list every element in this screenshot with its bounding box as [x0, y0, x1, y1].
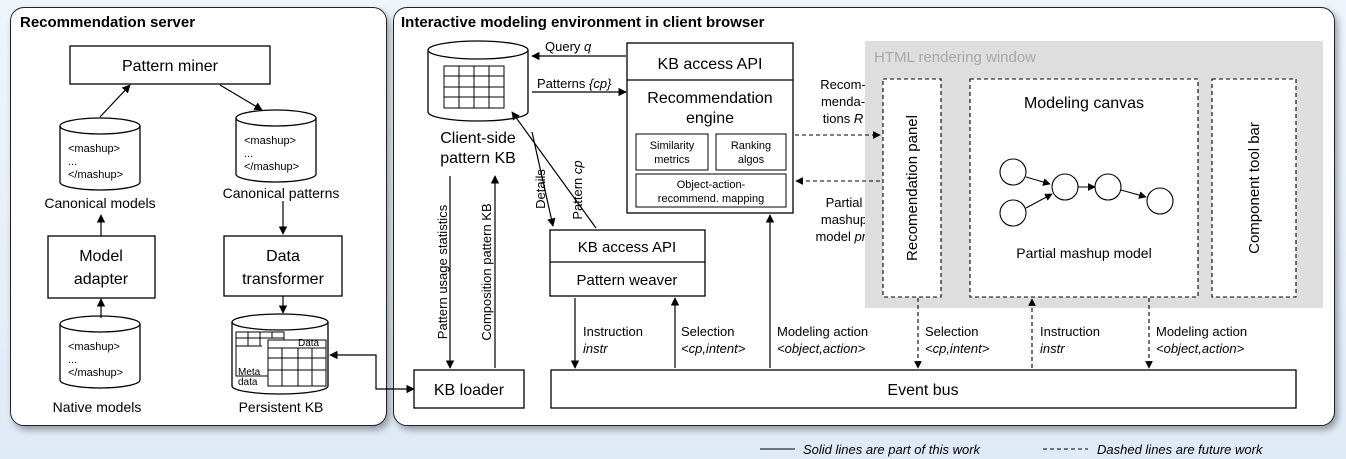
ranking-label-1: Ranking	[731, 140, 771, 152]
arrow-canonical-models-to-miner	[99, 84, 131, 118]
instruction-dashed-label-2: instr	[1040, 341, 1065, 356]
details-label: Details	[533, 169, 548, 209]
recommendations-label-2: menda-	[821, 94, 865, 109]
client-title: Interactive modeling environment in clie…	[401, 14, 765, 31]
canonical-patterns-db: <mashup> ... </mashup>	[235, 109, 317, 183]
modeling-action-label-2: <object,action>	[777, 341, 866, 356]
kb-api-top-label: KB access API	[658, 56, 763, 73]
similarity-label-1: Similarity	[650, 140, 695, 152]
kb-loader-label: KB loader	[434, 382, 505, 399]
graph-node	[999, 158, 1027, 186]
mapping-box	[635, 173, 787, 208]
selection-label-1: Selection	[681, 324, 734, 339]
svg-text:...: ...	[68, 354, 77, 366]
event-bus-label: Event bus	[887, 382, 958, 399]
patterns-label: Patterns {cp}	[537, 76, 612, 91]
rec-engine-label-2: engine	[686, 110, 734, 127]
mapping-label-2: recommend. mapping	[658, 193, 764, 205]
similarity-box	[635, 133, 709, 171]
svg-text:...: ...	[68, 156, 77, 168]
modeling-action-label-1: Modeling action	[777, 324, 868, 339]
rec-engine-label-1: Recommendation	[647, 90, 772, 107]
legend-dashed-label: Dashed lines are future work	[1097, 442, 1264, 457]
arrow-kb-to-loader	[329, 350, 415, 394]
model-adapter-label-2: adapter	[74, 271, 129, 288]
recommendations-label-1: Recom-	[820, 77, 866, 92]
svg-text:data: data	[238, 377, 258, 388]
usage-stats-label: Pattern usage statistics	[435, 204, 450, 339]
persistent-kb-label: Persistent KB	[239, 399, 324, 415]
client-kb-label-2: pattern KB	[440, 150, 516, 167]
partial-label-1: Partial	[826, 195, 863, 210]
component-tool-bar	[1211, 78, 1297, 298]
partial-label-2: mashup	[821, 212, 867, 227]
mashup-graph	[999, 158, 1174, 227]
arrow-details	[531, 131, 556, 227]
graph-node	[1094, 173, 1122, 201]
canonical-patterns-label: Canonical patterns	[223, 185, 340, 201]
native-models-label: Native models	[53, 399, 142, 415]
persistent-kb-db: Data Meta data	[231, 313, 329, 395]
legend-solid-label: Solid lines are part of this work	[803, 442, 982, 457]
rec-panel-label: Recomendation panel	[904, 115, 921, 261]
canonical-models-label: Canonical models	[44, 195, 155, 211]
pattern-miner-label: Pattern miner	[122, 58, 219, 75]
recommendations-label-3: tions R	[823, 111, 863, 126]
selection-dashed-label-1: Selection	[925, 324, 978, 339]
kb-api-weaver-label: KB access API	[578, 239, 676, 256]
svg-text:<mashup>: <mashup>	[68, 143, 120, 155]
client-kb-label-1: Client-side	[440, 130, 516, 147]
kb-loader-box	[413, 369, 525, 409]
html-window-title: HTML rendering window	[874, 49, 1036, 66]
modeling-action-dashed-label-2: <object,action>	[1156, 341, 1245, 356]
svg-text:</mashup>: </mashup>	[68, 169, 123, 181]
arrow-pattern-cp	[511, 111, 597, 229]
partial-model-label: Partial mashup model	[1016, 245, 1151, 261]
model-adapter-box	[47, 235, 156, 299]
tool-bar-label: Component tool bar	[1246, 122, 1263, 254]
pattern-weaver-box	[549, 229, 706, 297]
data-transformer-label-1: Data	[266, 248, 300, 265]
data-transformer-label-2: transformer	[242, 271, 324, 288]
canonical-models-db: <mashup> ... </mashup>	[59, 117, 141, 191]
pattern-miner-box	[69, 45, 271, 85]
similarity-label-2: metrics	[654, 154, 690, 166]
svg-text:</mashup>: </mashup>	[68, 367, 123, 379]
native-models-db: <mashup> ... </mashup>	[59, 315, 141, 389]
query-label: Query q	[545, 39, 592, 54]
ranking-box	[715, 133, 787, 171]
instruction-dashed-label-1: Instruction	[1040, 324, 1100, 339]
server-title: Recommendation server	[20, 14, 195, 31]
instruction-label-1: Instruction	[583, 324, 643, 339]
event-bus-box	[550, 369, 1297, 409]
svg-text:<mashup>: <mashup>	[68, 341, 120, 353]
pattern-cp-label: Pattern cp	[570, 160, 585, 219]
arrow-miner-to-canonical-patterns	[219, 84, 263, 111]
selection-dashed-label-2: <cp,intent>	[925, 341, 990, 356]
svg-text:Data: Data	[298, 338, 320, 349]
graph-node	[999, 199, 1027, 227]
ranking-label-2: algos	[738, 154, 765, 166]
selection-label-2: <cp,intent>	[681, 341, 746, 356]
svg-text:<mashup>: <mashup>	[244, 135, 296, 147]
graph-node	[1146, 187, 1174, 215]
mapping-label-1: Object-action-	[677, 179, 746, 191]
recommendation-panel	[882, 78, 942, 298]
pattern-weaver-label: Pattern weaver	[577, 272, 678, 289]
instruction-label-2: instr	[583, 341, 608, 356]
model-adapter-label-1: Model	[79, 248, 123, 265]
partial-label-3: model pm	[815, 229, 872, 244]
canvas-label: Modeling canvas	[1024, 95, 1144, 112]
modeling-action-dashed-label-1: Modeling action	[1156, 324, 1247, 339]
composition-kb-label: Composition pattern KB	[479, 203, 494, 340]
graph-node	[1051, 173, 1079, 201]
svg-text:</mashup>: </mashup>	[244, 161, 299, 173]
client-kb-db	[427, 40, 529, 122]
svg-text:Meta: Meta	[238, 367, 261, 378]
svg-text:...: ...	[244, 148, 253, 160]
